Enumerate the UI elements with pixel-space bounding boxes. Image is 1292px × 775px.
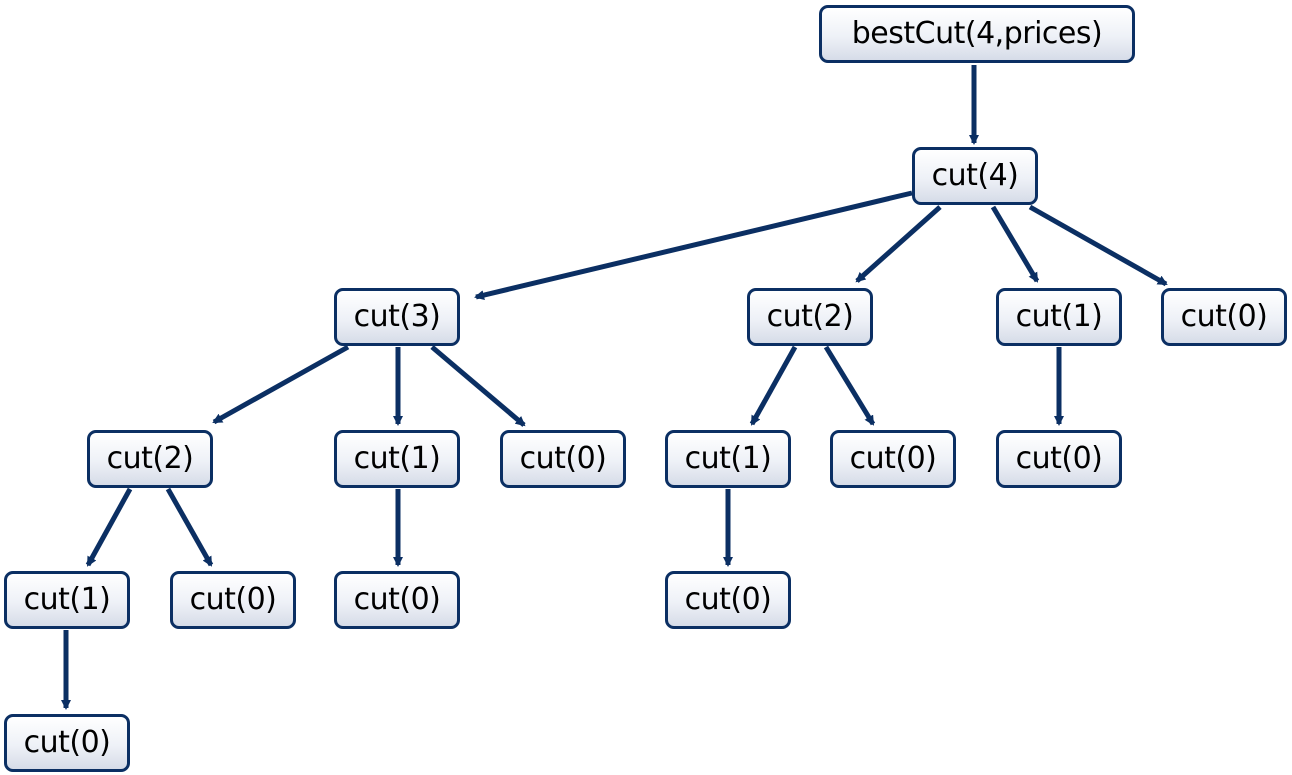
edge-n4b-to-n2a: [749, 345, 798, 426]
node-cut-1-from-2: cut(1): [665, 430, 791, 488]
node-cut-0-from-3-2: cut(0): [170, 571, 296, 629]
edge-n4-to-n4a: [474, 190, 913, 301]
node-cut-2-from-4: cut(2): [747, 288, 873, 346]
edge-n4-to-n4c: [990, 205, 1040, 283]
node-cut-0-from-1: cut(0): [996, 430, 1122, 488]
node-cut-2-from-3: cut(2): [87, 430, 213, 488]
node-cut-4: cut(4): [912, 147, 1038, 205]
node-root: bestCut(4,prices): [819, 5, 1135, 63]
node-cut-0-from-3-2-1: cut(0): [4, 714, 130, 772]
edge-n4-to-n4b: [855, 205, 942, 283]
node-cut-0-from-2-1: cut(0): [665, 571, 791, 629]
edge-n3a-to-n32b: [165, 487, 214, 567]
edge-n4b-to-n2b: [823, 345, 876, 426]
edge-n4-to-n4d: [1028, 204, 1168, 287]
edge-n3a-to-n32a: [85, 487, 133, 567]
edge-n4a-to-n3a: [212, 344, 350, 425]
node-cut-0-from-4: cut(0): [1161, 288, 1287, 346]
node-cut-0-from-2: cut(0): [830, 430, 956, 488]
node-cut-1-from-4: cut(1): [996, 288, 1122, 346]
node-cut-3-from-4: cut(3): [334, 288, 460, 346]
edge-n4a-to-n3c: [430, 345, 526, 427]
node-cut-0-from-3: cut(0): [500, 430, 626, 488]
node-cut-1-from-3-2: cut(1): [4, 571, 130, 629]
node-cut-1-from-3: cut(1): [334, 430, 460, 488]
node-cut-0-from-3-1: cut(0): [334, 571, 460, 629]
